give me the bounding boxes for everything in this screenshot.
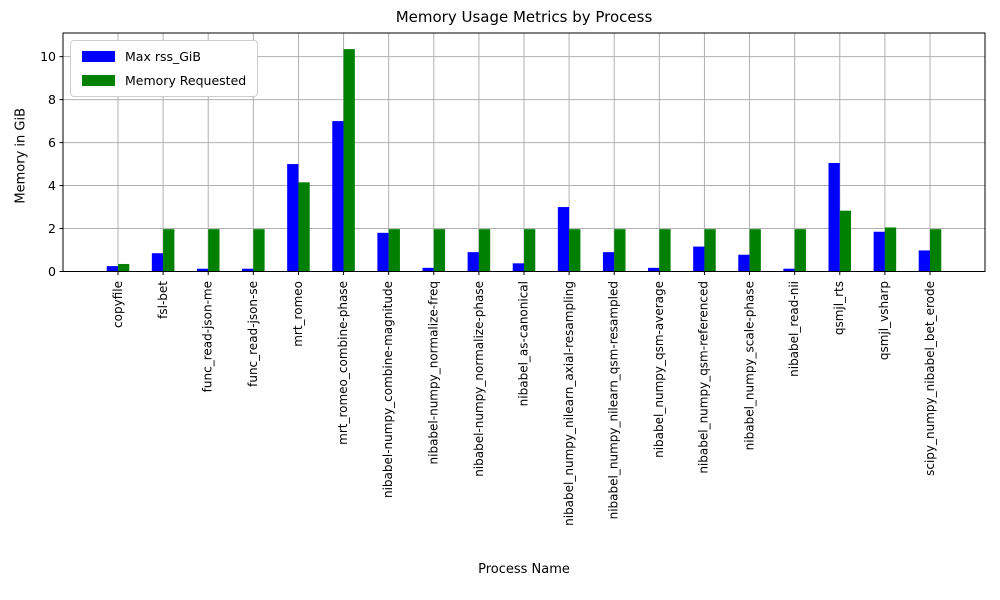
y-tick-label: 4: [48, 177, 56, 193]
bar-memory-requested: [433, 229, 446, 272]
bar-max-rss: [918, 250, 930, 272]
x-tick-label: nibabel_numpy_qsm-average: [651, 281, 666, 458]
y-tick-label: 10: [40, 48, 56, 64]
bar-max-rss: [242, 268, 254, 272]
legend-label-max-rss: Max rss_GiB: [125, 49, 201, 64]
x-tick-label: nibabel_numpy_qsm-referenced: [696, 281, 711, 474]
bar-max-rss: [467, 252, 479, 272]
bar-max-rss: [196, 268, 209, 272]
x-tick-label: fsl-bet: [155, 281, 170, 319]
bar-max-rss: [693, 246, 705, 272]
legend-swatch-max-rss-icon: [82, 51, 115, 62]
legend: Max rss_GiB Memory Requested: [70, 40, 259, 97]
x-tick-label: nibabel_as-canonical: [516, 281, 531, 407]
y-tick-label: 6: [48, 134, 56, 150]
bar-memory-requested: [343, 49, 355, 272]
x-tick-label: nibabel-numpy_normalize-freq: [426, 281, 441, 465]
bar-max-rss: [783, 268, 795, 272]
bar-max-rss: [106, 266, 118, 272]
x-tick-label: func_read-json-se: [245, 281, 260, 387]
bar-max-rss: [873, 231, 885, 272]
bar-memory-requested: [208, 229, 220, 272]
bar-memory-requested: [524, 229, 536, 272]
bar-memory-requested: [749, 229, 761, 272]
y-tick-label: 8: [48, 91, 56, 107]
legend-swatch-memory-requested-icon: [82, 75, 115, 86]
bar-memory-requested: [253, 229, 265, 272]
legend-entry-max-rss: Max rss_GiB: [82, 48, 246, 65]
bar-memory-requested: [388, 229, 400, 272]
x-tick-label: nibabel-numpy_normalize-phase: [471, 281, 486, 477]
y-tick-label: 0: [48, 263, 56, 279]
bar-max-rss: [602, 252, 615, 272]
bar-max-rss: [151, 253, 164, 272]
bar-memory-requested: [884, 227, 897, 272]
x-tick-label: nibabel_read-nii: [787, 281, 802, 377]
bar-max-rss: [287, 164, 299, 272]
bar-memory-requested: [118, 263, 130, 272]
bar-max-rss: [512, 263, 524, 272]
bar-memory-requested: [794, 229, 806, 272]
bar-max-rss: [738, 254, 750, 272]
x-tick-label: qsmjl_vsharp: [877, 281, 892, 361]
x-tick-label: copyfile: [110, 281, 125, 328]
x-tick-label: scipy_numpy_nibabel_bet_erode: [922, 281, 937, 476]
legend-entry-memory-requested: Memory Requested: [82, 72, 246, 89]
chart-title: Memory Usage Metrics by Process: [395, 8, 653, 26]
legend-label-memory-requested: Memory Requested: [125, 73, 247, 88]
y-tick-label: 2: [48, 220, 56, 236]
bar-memory-requested: [569, 229, 581, 272]
x-tick-label: nibabel_numpy_nilearn_axial-resampling: [561, 281, 576, 526]
bar-memory-requested: [298, 182, 310, 272]
x-tick-label: mrt_romeo: [290, 281, 305, 347]
x-tick-label: nibabel_numpy_nilearn_qsm-resampled: [606, 281, 621, 520]
x-tick-label: func_read-json-me: [200, 281, 215, 393]
bar-memory-requested: [704, 229, 716, 272]
x-tick-label: nibabel_numpy_scale-phase: [742, 281, 757, 451]
x-tick-label: nibabel-numpy_combine-magnitude: [381, 281, 396, 499]
bar-max-rss: [557, 207, 570, 272]
bar-memory-requested: [930, 229, 942, 272]
x-axis-label: Process Name: [478, 562, 570, 577]
bar-memory-requested: [163, 229, 175, 272]
bar-memory-requested: [839, 210, 852, 272]
bar-memory-requested: [614, 229, 626, 272]
bar-memory-requested: [659, 229, 671, 272]
bar-max-rss: [648, 267, 660, 272]
x-tick-label: qsmjl_rts: [832, 281, 847, 336]
bar-max-rss: [332, 121, 344, 272]
bar-memory-requested: [478, 229, 491, 272]
bar-max-rss: [377, 232, 389, 272]
x-tick-label: mrt_romeo_combine-phase: [336, 281, 351, 445]
bar-max-rss: [828, 162, 840, 272]
bar-max-rss: [422, 267, 434, 272]
